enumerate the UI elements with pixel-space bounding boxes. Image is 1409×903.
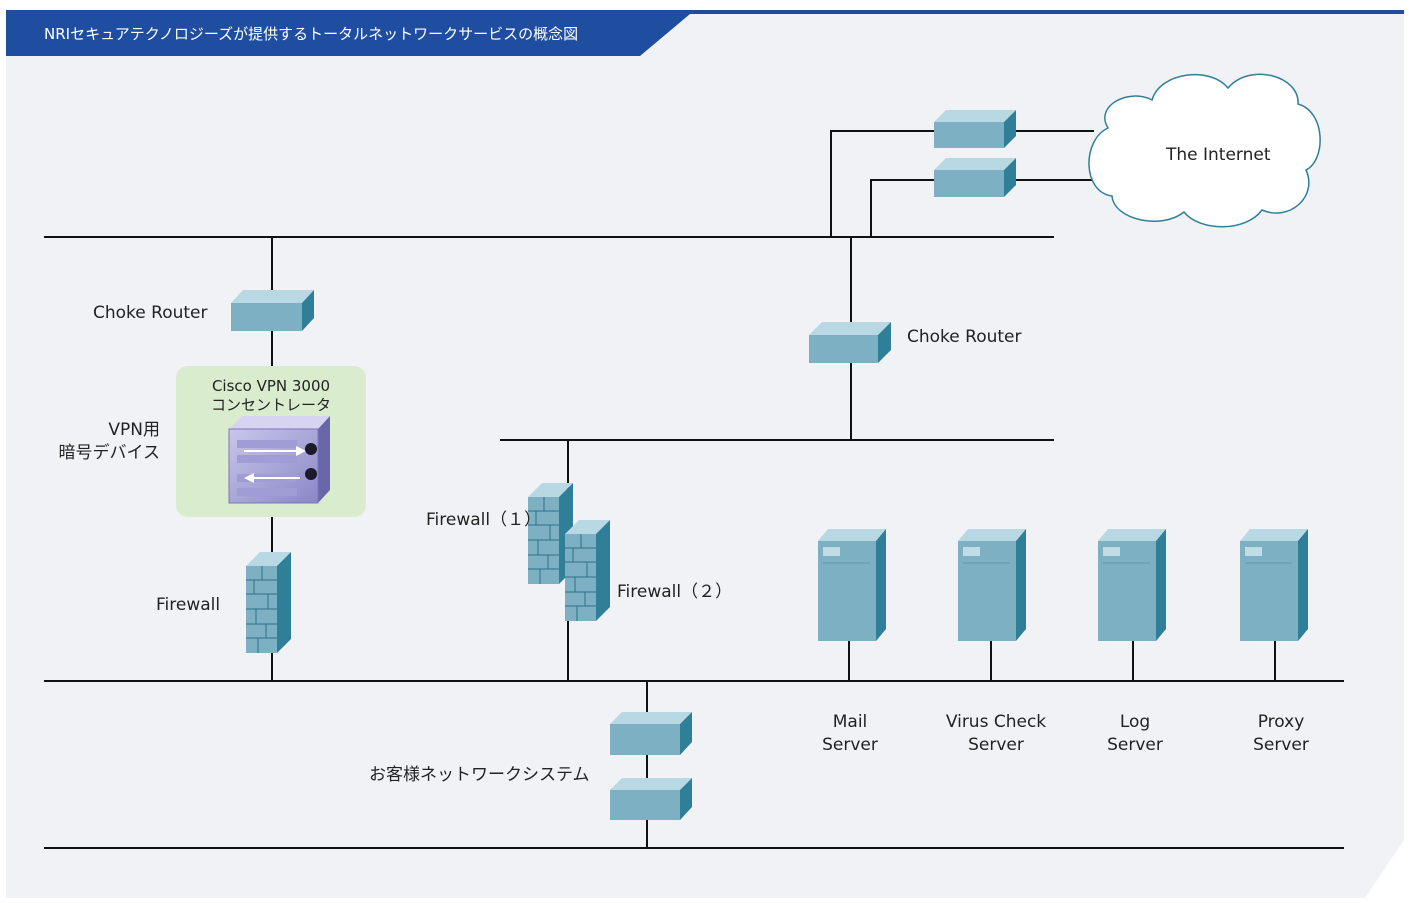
virus-check-server-icon bbox=[958, 529, 1026, 641]
server-name-line1: Virus Check bbox=[945, 712, 1047, 732]
diagram-panel bbox=[6, 10, 1404, 898]
vpn-device-label-line2: 暗号デバイス bbox=[58, 443, 161, 463]
choke-router-left-icon bbox=[231, 290, 314, 331]
vpn-device-label: VPN用 暗号デバイス bbox=[52, 419, 161, 465]
internet-cloud-icon bbox=[1088, 73, 1321, 228]
internet-link-1 bbox=[830, 130, 936, 237]
customer-router-2-icon bbox=[610, 778, 692, 820]
choke-router-left-label: Choke Router bbox=[93, 303, 208, 323]
firewall-1-label: Firewall（１） bbox=[426, 510, 542, 530]
customer-router-1-icon bbox=[610, 712, 692, 755]
customer-network-label: お客様ネットワークシステム bbox=[369, 765, 590, 785]
page-title: NRIセキュアテクノロジーズが提供するトータルネットワークサービスの概念図 bbox=[44, 25, 579, 43]
virus-check-server-label: Virus Check Server bbox=[931, 711, 1061, 757]
server-name-line1: Log bbox=[1119, 712, 1151, 732]
title-bar bbox=[6, 10, 1404, 56]
firewall-2-label: Firewall（２） bbox=[617, 582, 733, 602]
server-name-line1: Proxy bbox=[1257, 712, 1305, 732]
vpn-box-label: Cisco VPN 3000 コンセントレータ bbox=[176, 377, 366, 415]
server-name-line2: Server bbox=[1107, 735, 1163, 755]
firewall-left-label: Firewall bbox=[156, 595, 221, 615]
mail-server-label: Mail Server bbox=[800, 711, 900, 757]
vpn-box-label-line2: コンセントレータ bbox=[210, 396, 331, 414]
internet-label: The Internet bbox=[1166, 145, 1271, 165]
proxy-server-icon bbox=[1240, 529, 1308, 641]
server-name-line2: Server bbox=[968, 735, 1024, 755]
log-server-icon bbox=[1098, 529, 1166, 641]
proxy-server-label: Proxy Server bbox=[1231, 711, 1331, 757]
firewall-2-icon bbox=[565, 520, 610, 621]
network-lines bbox=[44, 130, 1344, 849]
server-name-line1: Mail bbox=[832, 712, 868, 732]
choke-router-right-label: Choke Router bbox=[907, 327, 1022, 347]
router-icon-internet-1 bbox=[934, 110, 1016, 148]
firewall-left-icon bbox=[246, 552, 291, 653]
internet-link-2 bbox=[870, 179, 936, 237]
vpn-device-label-line1: VPN用 bbox=[108, 420, 160, 440]
router-icon-internet-2 bbox=[934, 158, 1016, 197]
vpn-concentrator-icon bbox=[228, 416, 330, 504]
server-name-line2: Server bbox=[1253, 735, 1309, 755]
vpn-box-label-line1: Cisco VPN 3000 bbox=[211, 377, 331, 395]
log-server-label: Log Server bbox=[1085, 711, 1185, 757]
server-name-line2: Server bbox=[822, 735, 878, 755]
mail-server-icon bbox=[818, 529, 886, 641]
choke-router-right-icon bbox=[809, 322, 891, 363]
